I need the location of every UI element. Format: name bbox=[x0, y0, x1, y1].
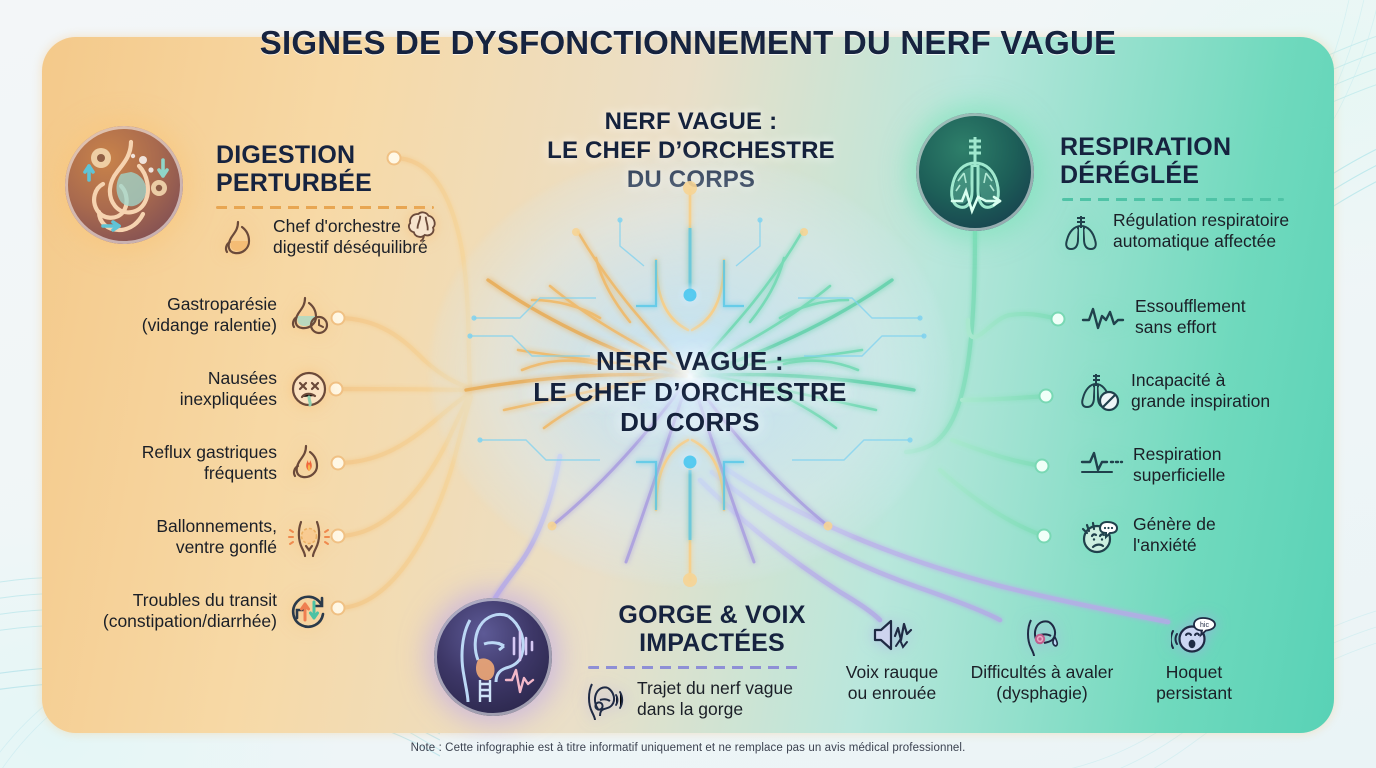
list-item-label: Ballonnements,ventre gonflé bbox=[156, 516, 277, 557]
hub-respiration-badge[interactable] bbox=[916, 113, 1034, 231]
divider-respiration bbox=[1062, 198, 1284, 201]
hoarse-speaker-icon bbox=[869, 612, 915, 658]
breath-waveform-icon bbox=[1080, 294, 1126, 340]
shallow-wave-icon bbox=[1078, 442, 1124, 488]
list-item-label: Troubles du transit(constipation/diarrhé… bbox=[102, 590, 277, 631]
stomach-intestine-badge-icon bbox=[83, 139, 169, 233]
disclaimer-note: Note : Cette infographie est à titre inf… bbox=[410, 742, 966, 754]
list-item[interactable]: Troubles du transit(constipation/diarrhé… bbox=[100, 588, 332, 634]
lungs-blocked-icon bbox=[1076, 368, 1122, 414]
lungs-icon bbox=[1058, 208, 1104, 254]
hub-gorge-badge[interactable] bbox=[434, 598, 552, 716]
stomach-clock-icon bbox=[286, 292, 332, 338]
list-item-label: Gastroparésie(vidange ralentie) bbox=[141, 294, 277, 335]
lungs-badge-icon bbox=[950, 137, 1002, 215]
anxious-face-icon bbox=[1078, 512, 1124, 558]
throat-voice-badge-icon bbox=[460, 612, 535, 703]
svg-text:hic: hic bbox=[1200, 622, 1209, 629]
page-title: SIGNES DE DYSFONCTIONNEMENT DU NERF VAGU… bbox=[259, 24, 1117, 61]
transit-arrows-icon bbox=[286, 588, 332, 634]
nauseous-face-icon bbox=[286, 366, 332, 412]
stomach-flame-icon bbox=[286, 440, 332, 486]
divider-gorge bbox=[588, 666, 800, 669]
list-item-label: Difficultés à avaler(dysphagie) bbox=[970, 662, 1114, 703]
hub-digestion-badge[interactable] bbox=[65, 126, 183, 244]
throat-nerve-icon bbox=[582, 676, 628, 722]
list-item[interactable]: Ballonnements,ventre gonflé bbox=[120, 514, 332, 560]
divider-digestion bbox=[216, 206, 434, 209]
bloated-belly-icon bbox=[286, 514, 332, 560]
hiccup-face-icon: hic bbox=[1171, 612, 1217, 658]
swallow-difficulty-icon bbox=[1019, 612, 1065, 658]
list-item[interactable]: Gastroparésie(vidange ralentie) bbox=[108, 292, 332, 338]
stomach-icon bbox=[218, 214, 264, 260]
list-item[interactable]: Difficultés à avaler(dysphagie) bbox=[958, 612, 1126, 703]
brain-icon bbox=[402, 203, 444, 245]
core-nerve-svg bbox=[464, 181, 927, 587]
